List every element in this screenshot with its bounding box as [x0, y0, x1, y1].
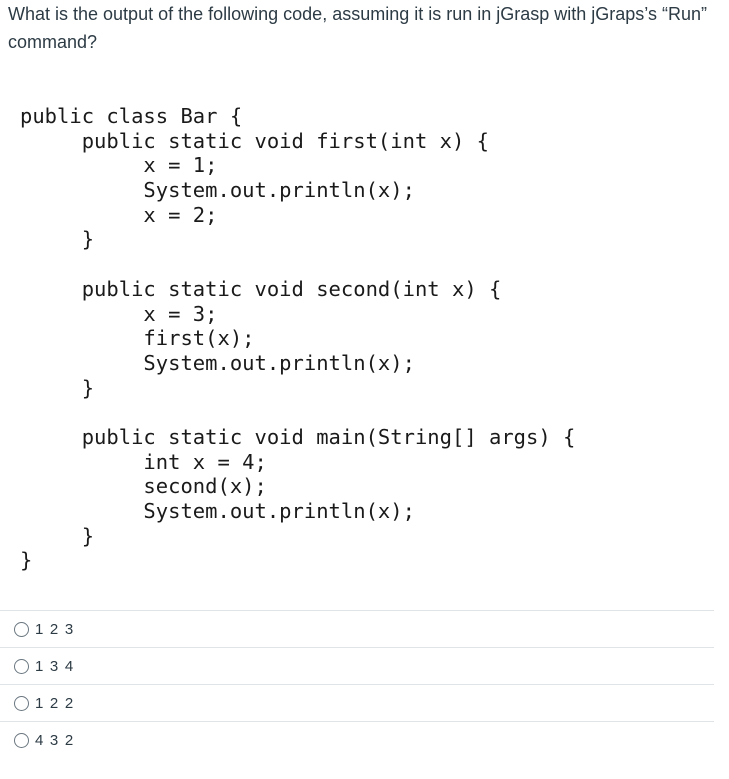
radio-button-icon[interactable]: [14, 621, 29, 637]
code-line: }: [20, 227, 95, 252]
answer-label: 1 2 2: [35, 694, 75, 712]
code-line: }: [20, 375, 95, 400]
code-line: public class Bar {: [20, 104, 243, 128]
answer-list: 1 2 3 1 3 4 1 2 2 4 3 2: [0, 610, 714, 758]
answer-option-4[interactable]: 4 3 2: [0, 721, 714, 758]
code-line: first(x);: [20, 326, 255, 351]
code-line: }: [20, 548, 33, 573]
code-line: public static void first(int x) {: [20, 128, 489, 153]
code-line: [20, 252, 575, 277]
radio-button-icon[interactable]: [14, 658, 29, 674]
code-line: System.out.println(x);: [20, 178, 415, 203]
answer-option-1[interactable]: 1 2 3: [0, 610, 714, 647]
answer-label: 1 2 3: [35, 620, 75, 638]
answer-option-2[interactable]: 1 3 4: [0, 647, 714, 684]
code-line: x = 3;: [20, 301, 218, 326]
code-line: [20, 400, 575, 425]
code-line: }: [20, 523, 95, 548]
answer-label: 1 3 4: [35, 657, 75, 675]
answer-label: 4 3 2: [35, 731, 75, 749]
code-line: System.out.println(x);: [20, 499, 415, 523]
radio-button-icon[interactable]: [14, 732, 29, 748]
code-line: public static void main(String[] args) {: [20, 424, 576, 449]
code-line: x = 1;: [20, 153, 218, 178]
code-block: public class Bar { public static void fi…: [20, 104, 575, 573]
question-text: What is the output of the following code…: [8, 4, 707, 52]
code-line: int x = 4;: [20, 449, 267, 474]
radio-button-icon[interactable]: [14, 695, 29, 711]
answer-option-3[interactable]: 1 2 2: [0, 684, 714, 721]
code-line: second(x);: [20, 474, 267, 499]
code-line: System.out.println(x);: [20, 350, 415, 375]
code-line: public static void second(int x) {: [20, 276, 502, 301]
code-line: x = 2;: [20, 202, 218, 227]
